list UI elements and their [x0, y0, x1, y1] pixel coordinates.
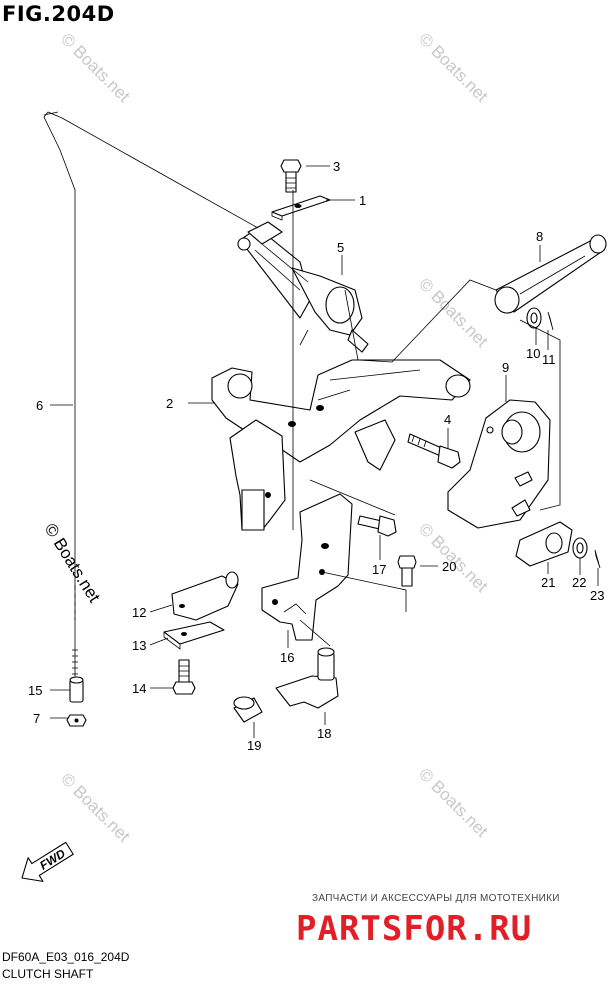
clip-part-23 — [594, 549, 601, 569]
watermark: © Boats.net — [415, 29, 492, 106]
watermark: © Boats.net — [415, 764, 492, 841]
callout-label: 2 — [166, 396, 173, 411]
figure-title: FIG.204D — [2, 2, 115, 26]
callout-labels: 1 2 3 4 5 6 7 8 9 10 11 12 13 14 15 16 1… — [28, 159, 604, 753]
callout-label: 14 — [132, 681, 146, 696]
callout-label: 1 — [359, 193, 366, 208]
callout-label: 18 — [317, 726, 331, 741]
figure-caption: CLUTCH SHAFT — [2, 967, 94, 981]
promo-logo-text: PARTSFOR.RU — [296, 909, 532, 949]
partsfor-logo: ЗАПЧАСТИ И АКСЕССУАРЫ ДЛЯ МОТОТЕХНИКИ PA… — [296, 893, 560, 949]
clip-part-11 — [547, 311, 554, 331]
bolt-part-4 — [407, 433, 461, 469]
bolt-part-20 — [397, 555, 417, 587]
callout-label: 11 — [542, 352, 556, 367]
model-code: DF60A_E03_016_204D — [2, 950, 130, 964]
callout-label: 12 — [132, 605, 146, 620]
watermark: © Boats.net — [415, 519, 492, 596]
callout-label: 7 — [33, 711, 40, 726]
callout-label: 6 — [36, 398, 43, 413]
callout-label: 17 — [372, 562, 386, 577]
callout-label: 13 — [132, 638, 146, 653]
callout-label: 22 — [572, 575, 586, 590]
bolt-part-14 — [172, 659, 196, 695]
bushing-part-19 — [233, 696, 263, 723]
shift-link-part-21 — [515, 521, 573, 567]
bracket-part-2 — [211, 359, 471, 531]
callout-label: 23 — [590, 588, 604, 603]
callout-label: 15 — [28, 683, 42, 698]
nut-part-7 — [66, 714, 87, 727]
link-part-12 — [171, 571, 239, 621]
callout-label: 3 — [333, 159, 340, 174]
callout-label: 4 — [444, 412, 451, 427]
promo-tagline: ЗАПЧАСТИ И АКСЕССУАРЫ ДЛЯ МОТОТЕХНИКИ — [312, 893, 560, 904]
watermark: © Boats.net — [57, 29, 134, 106]
callout-label: 20 — [442, 559, 456, 574]
watermark: © Boats.net — [415, 274, 492, 351]
callout-label: 10 — [526, 346, 540, 361]
watermark: © Boats.net — [57, 769, 134, 846]
callout-label: 16 — [280, 650, 294, 665]
callout-label: 9 — [502, 360, 509, 375]
callout-label: 8 — [536, 229, 543, 244]
coupling-part-15 — [69, 676, 84, 703]
clutch-rod-part-6 — [43, 111, 78, 680]
bolt-part-3 — [280, 159, 302, 193]
leader-lines — [50, 117, 599, 738]
cam-plate-part-9 — [447, 399, 551, 529]
plate-part-13 — [163, 621, 225, 650]
bracket-part-16 — [261, 493, 353, 641]
plate-part-1 — [271, 195, 331, 221]
clutch-lever-part-18 — [275, 647, 339, 709]
callout-label: 21 — [541, 575, 555, 590]
clutch-shaft-part-5 — [237, 221, 369, 353]
bolt-part-17 — [357, 515, 397, 537]
watermark-vertical: © Boats.net — [41, 520, 104, 606]
lever-part-8 — [494, 234, 607, 314]
fwd-direction-arrow: FWD — [21, 841, 74, 882]
callout-label: 19 — [247, 738, 261, 753]
callout-label: 5 — [337, 240, 344, 255]
